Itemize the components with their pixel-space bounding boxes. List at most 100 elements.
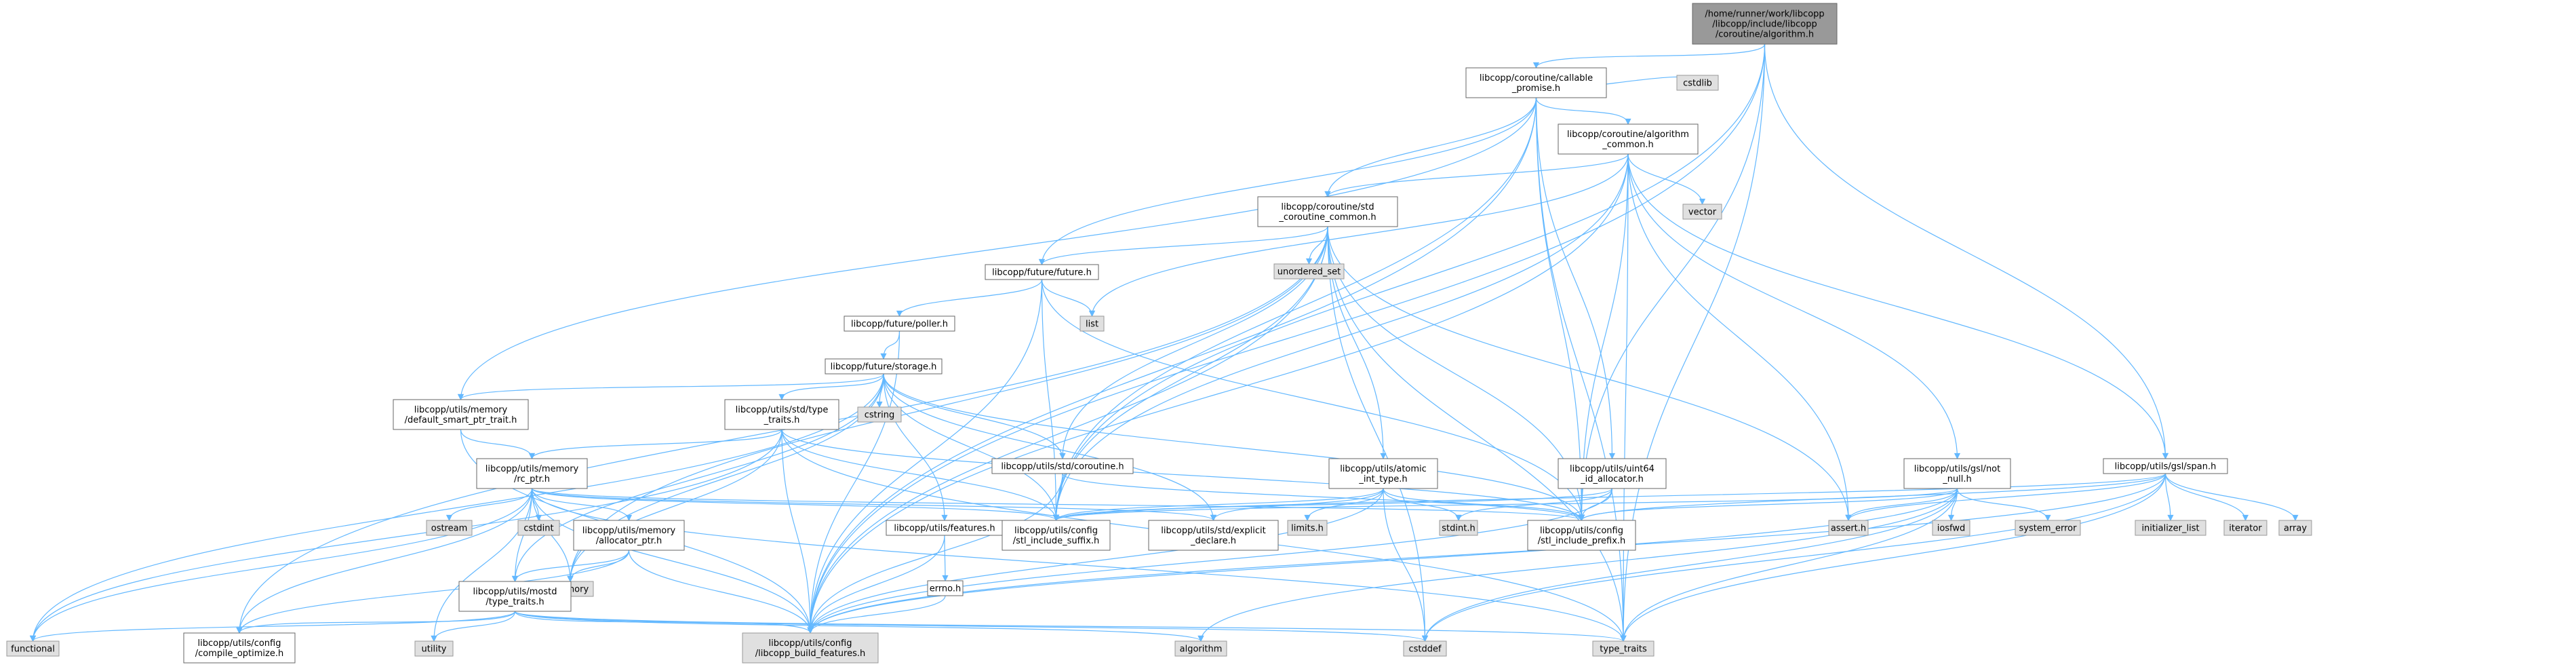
- node-label: vector: [1688, 208, 1717, 218]
- edge-storage-to-stl_include_prefix: [883, 373, 1582, 520]
- edge-std_coroutine_common-to-libcopp_build_features: [810, 226, 1328, 633]
- node-box: [1257, 196, 1398, 227]
- node-label: libcopp/utils/gsl/span.h: [2115, 462, 2217, 472]
- edge-std_coroutine_common-to-future: [1042, 226, 1328, 265]
- node-box: [844, 315, 955, 332]
- node-storage[interactable]: libcopp/future/storage.h: [825, 358, 943, 375]
- node-gsl-not-null[interactable]: libcopp/utils/gsl/not_null.h: [1903, 458, 2011, 489]
- node-allocator-ptr[interactable]: libcopp/utils/memory/allocator_ptr.h: [573, 520, 685, 551]
- node-label: _id_allocator.h: [1580, 474, 1644, 484]
- edge-rc_ptr-to-explicit_declare: [531, 488, 1214, 520]
- node-unordered-set: unordered_set: [1273, 263, 1345, 280]
- node-explicit-declare[interactable]: libcopp/utils/std/explicit_declare.h: [1148, 520, 1279, 551]
- node-box: [426, 520, 473, 536]
- node-label: _traits.h: [764, 415, 800, 425]
- edge-algorithm_common-to-stl_include_prefix: [1582, 153, 1629, 520]
- edge-std_coroutine_common-to-memory: [570, 226, 1328, 581]
- edge-algorithm_common-to-gsl_span: [1627, 153, 2166, 459]
- edge-poller-to-libcopp_build_features: [810, 330, 900, 633]
- edge-storage-to-features: [883, 373, 945, 520]
- node-stl-include-prefix[interactable]: libcopp/utils/config/stl_include_prefix.…: [1527, 520, 1636, 551]
- node-errno[interactable]: errno.h: [927, 580, 964, 596]
- node-label: /stl_include_suffix.h: [1013, 536, 1100, 546]
- node-algorithm-common[interactable]: libcopp/coroutine/algorithm_common.h: [1558, 123, 1699, 155]
- node-label: libcopp/utils/memory: [582, 526, 676, 536]
- edge-gsl_not_null-to-cstddef: [1425, 488, 1958, 641]
- edge-errno-to-libcopp_build_features: [810, 595, 946, 633]
- edge-atomic_int_type-to-cstddef: [1383, 488, 1425, 641]
- node-label: /stl_include_prefix.h: [1538, 536, 1626, 546]
- node-box: [1328, 458, 1438, 489]
- node-label: libcopp/utils/std/coroutine.h: [1001, 462, 1124, 472]
- node-rc-ptr[interactable]: libcopp/utils/memory/rc_ptr.h: [476, 458, 588, 489]
- node-box: [1273, 263, 1345, 280]
- edge-std_type_traits-to-stl_include_suffix: [781, 429, 1056, 520]
- node-root[interactable]: /home/runner/work/libcopp/libcopp/includ…: [1692, 3, 1838, 45]
- node-std-type-traits[interactable]: libcopp/utils/std/type_traits.h: [724, 399, 839, 430]
- node-label: ostream: [431, 524, 468, 534]
- node-label: libcopp/utils/memory: [414, 405, 508, 415]
- edge-atomic_int_type-to-stl_include_suffix: [1056, 488, 1384, 520]
- node-uint64-id-allocator[interactable]: libcopp/utils/uint64_id_allocator.h: [1558, 458, 1667, 489]
- node-label: _null.h: [1942, 474, 1972, 484]
- edge-rc_ptr-to-type_traits: [531, 488, 1624, 641]
- edge-gsl_span-to-initializer_list: [2164, 473, 2171, 520]
- node-label: functional: [11, 645, 55, 655]
- edge-gsl_not_null-to-system_error: [1956, 488, 2048, 520]
- node-gsl-span[interactable]: libcopp/utils/gsl/span.h: [2103, 458, 2228, 474]
- node-cstdlib: cstdlib: [1676, 75, 1719, 91]
- node-label: libcopp/utils/gsl/not: [1914, 464, 2000, 474]
- edge-root-to-gsl_span: [1764, 43, 2166, 459]
- node-std-coroutine-common[interactable]: libcopp/coroutine/std_coroutine_common.h: [1257, 196, 1398, 227]
- node-box: [1903, 458, 2011, 489]
- edge-default_smart_ptr-to-rc_ptr: [460, 429, 532, 459]
- edge-gsl_not_null-to-type_traits: [1623, 488, 1958, 641]
- edge-callable_promise-to-uint64_id_allocator: [1535, 97, 1612, 459]
- edge-std_coroutine_common-to-std_coroutine: [1063, 226, 1328, 459]
- edge-callable_promise-to-std_coroutine_common: [1328, 97, 1537, 197]
- edge-callable_promise-to-algorithm_common: [1535, 97, 1629, 124]
- node-atomic-int-type[interactable]: libcopp/utils/atomic_int_type.h: [1328, 458, 1438, 489]
- node-label: limits.h: [1291, 524, 1324, 534]
- node-box: [476, 458, 588, 489]
- node-label: libcopp/utils/std/type: [736, 405, 829, 415]
- node-poller[interactable]: libcopp/future/poller.h: [844, 315, 955, 332]
- edge-algorithm_common-to-std_coroutine_common: [1328, 153, 1629, 197]
- edge-algorithm_common-to-libcopp_build_features: [810, 153, 1629, 633]
- edge-std_type_traits-to-functional: [33, 429, 782, 641]
- node-label: /coroutine/algorithm.h: [1716, 30, 1814, 40]
- node-box: [1592, 640, 1654, 657]
- node-label: array: [2284, 524, 2307, 534]
- node-box: [2278, 520, 2312, 536]
- node-cstddef: cstddef: [1403, 640, 1447, 657]
- node-box: [1079, 315, 1105, 332]
- node-box: [1148, 520, 1279, 551]
- node-mostd-type-traits[interactable]: libcopp/utils/mostd/type_traits.h: [458, 581, 572, 612]
- edge-storage-to-default_smart_ptr: [461, 373, 884, 400]
- node-features[interactable]: libcopp/utils/features.h: [886, 520, 1004, 536]
- node-compile-optimize[interactable]: libcopp/utils/config/compile_optimize.h: [183, 632, 296, 664]
- edge-allocator_ptr-to-compile_optimize: [239, 550, 630, 633]
- node-default-smart-ptr[interactable]: libcopp/utils/memory/default_smart_ptr_t…: [393, 399, 529, 430]
- edge-std_type_traits-to-memory: [570, 429, 782, 581]
- node-stdint: stdint.h: [1439, 520, 1478, 536]
- node-label: libcopp/utils/uint64: [1570, 464, 1654, 474]
- node-box: [1403, 640, 1447, 657]
- node-label: libcopp/utils/memory: [486, 464, 579, 474]
- node-std-coroutine[interactable]: libcopp/utils/std/coroutine.h: [991, 458, 1134, 474]
- edge-std_coroutine_common-to-assert: [1327, 226, 1848, 520]
- node-label: system_error: [2019, 524, 2078, 534]
- node-callable-promise[interactable]: libcopp/coroutine/callable_promise.h: [1465, 67, 1607, 98]
- edge-mostd_type_traits-to-cstddef: [514, 611, 1425, 641]
- node-iosfwd: iosfwd: [1932, 520, 1970, 536]
- node-future[interactable]: libcopp/future/future.h: [985, 264, 1099, 280]
- edge-uint64_id_allocator-to-stl_include_suffix: [1056, 488, 1613, 520]
- node-label: libcopp/coroutine/std: [1281, 202, 1374, 212]
- node-list: list: [1079, 315, 1105, 332]
- node-box: [458, 581, 572, 612]
- edge-callable_promise-to-default_smart_ptr: [461, 97, 1537, 400]
- node-stl-include-suffix[interactable]: libcopp/utils/config/stl_include_suffix.…: [1002, 520, 1111, 551]
- edge-mostd_type_traits-to-utility: [434, 611, 516, 641]
- node-libcopp-build-features: libcopp/utils/config/libcopp_build_featu…: [742, 632, 879, 664]
- edge-gsl_span-to-stl_include_prefix: [1582, 473, 2166, 520]
